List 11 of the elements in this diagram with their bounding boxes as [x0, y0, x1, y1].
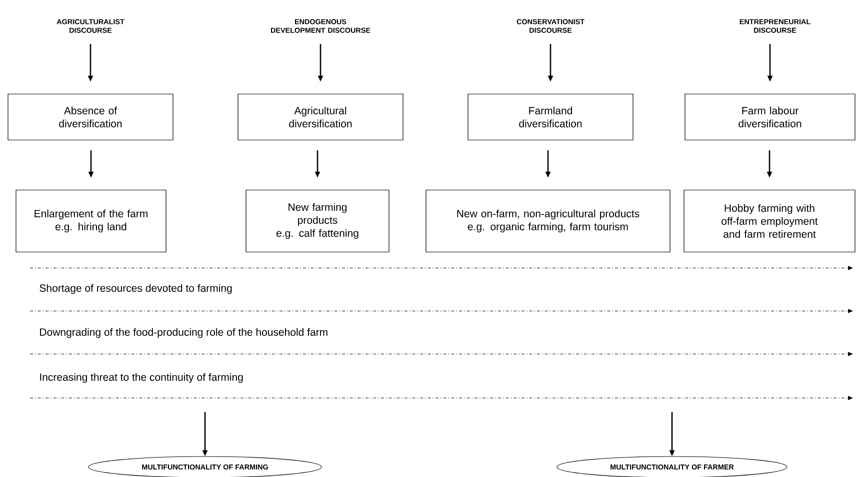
process-box: New on-farm, non-agricultural products e.g. organic farming, farm tourism [426, 190, 670, 252]
statement-text: Downgrading of the food-producing role of the household farm [40, 328, 328, 338]
process-box: Farm labour diversification [684, 94, 856, 140]
statement-text: Shortage of resources devoted to farming [40, 284, 232, 294]
process-box: Agricultural diversification [238, 94, 404, 140]
process-box: Farmland diversification [468, 94, 634, 140]
process-box: Hobby farming with off-farm employment and farm retirement [684, 190, 856, 252]
process-box: New farming products e.g. calf fattening [246, 190, 390, 252]
process-box: Absence of diversification [8, 94, 174, 140]
statement-text: Increasing threat to the continuity of farming [40, 373, 243, 383]
process-box: Enlargement of the farm e.g. hiring land [16, 190, 166, 252]
